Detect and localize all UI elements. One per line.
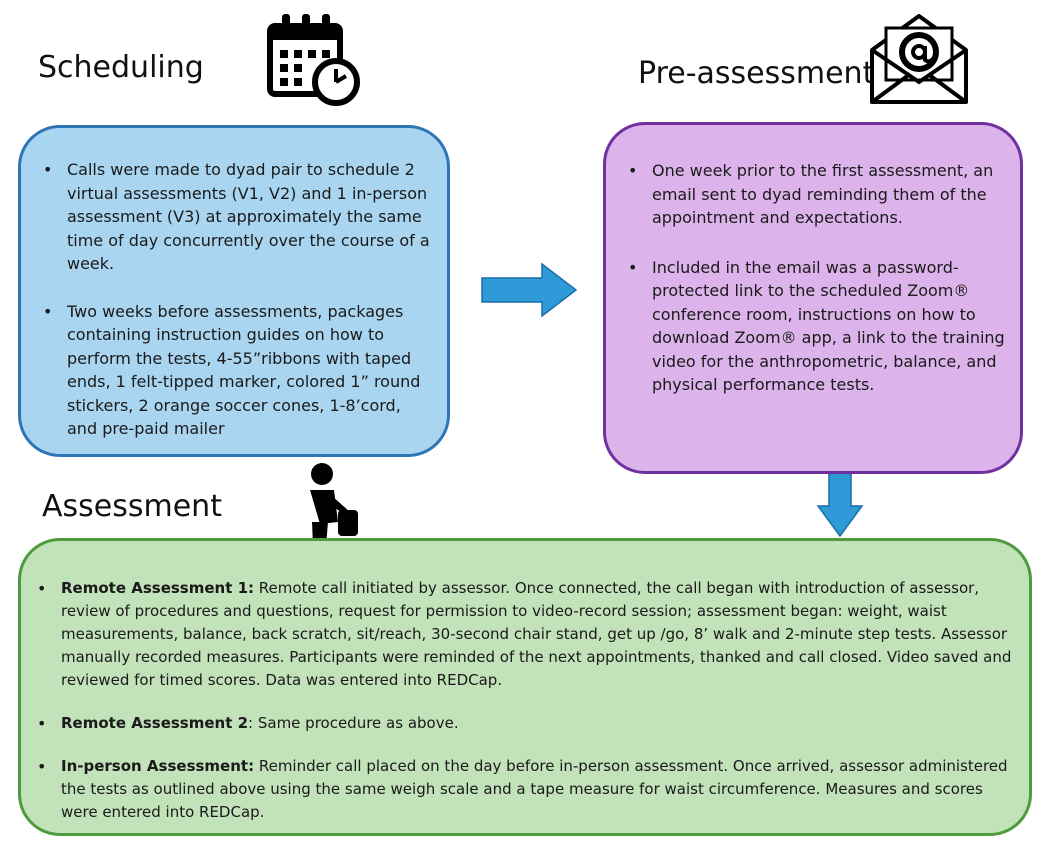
assessment-list: Remote Assessment 1: Remote call initiat… [31,577,1015,824]
assessment-item-label: Remote Assessment 1: [61,579,255,597]
assessment-item: In-person Assessment: Reminder call plac… [37,755,1015,824]
assessment-item-label: In-person Assessment: [61,757,255,775]
assessment-item-label: Remote Assessment 2 [61,714,249,732]
pre-assessment-box: One week prior to the first assessment, … [603,122,1023,474]
assessment-item-text: : Same procedure as above. [248,714,459,732]
calendar-clock-icon [267,14,360,106]
assessment-box: Remote Assessment 1: Remote call initiat… [18,538,1032,836]
assessment-title: Assessment [42,489,222,524]
pre-assessment-item: One week prior to the first assessment, … [628,159,1006,230]
assessment-item: Remote Assessment 2: Same procedure as a… [37,712,1015,735]
scheduling-item: Calls were made to dyad pair to schedule… [43,158,431,276]
scheduling-title: Scheduling [38,50,204,85]
scheduling-list: Calls were made to dyad pair to schedule… [37,158,431,441]
email-envelope-icon [870,14,968,104]
pre-assessment-title: Pre-assessment [638,56,875,91]
scheduling-box: Calls were made to dyad pair to schedule… [18,125,450,457]
assessment-item-text: Remote call initiated by assessor. Once … [61,579,1012,689]
pre-assessment-list: One week prior to the first assessment, … [622,159,1006,397]
pre-assessment-item: Included in the email was a password-pro… [628,256,1006,397]
right-arrow [481,262,578,318]
assessment-item: Remote Assessment 1: Remote call initiat… [37,577,1015,692]
assessment-item-text: Reminder call placed on the day before i… [61,757,1008,821]
scheduling-item: Two weeks before assessments, packages c… [43,300,431,441]
